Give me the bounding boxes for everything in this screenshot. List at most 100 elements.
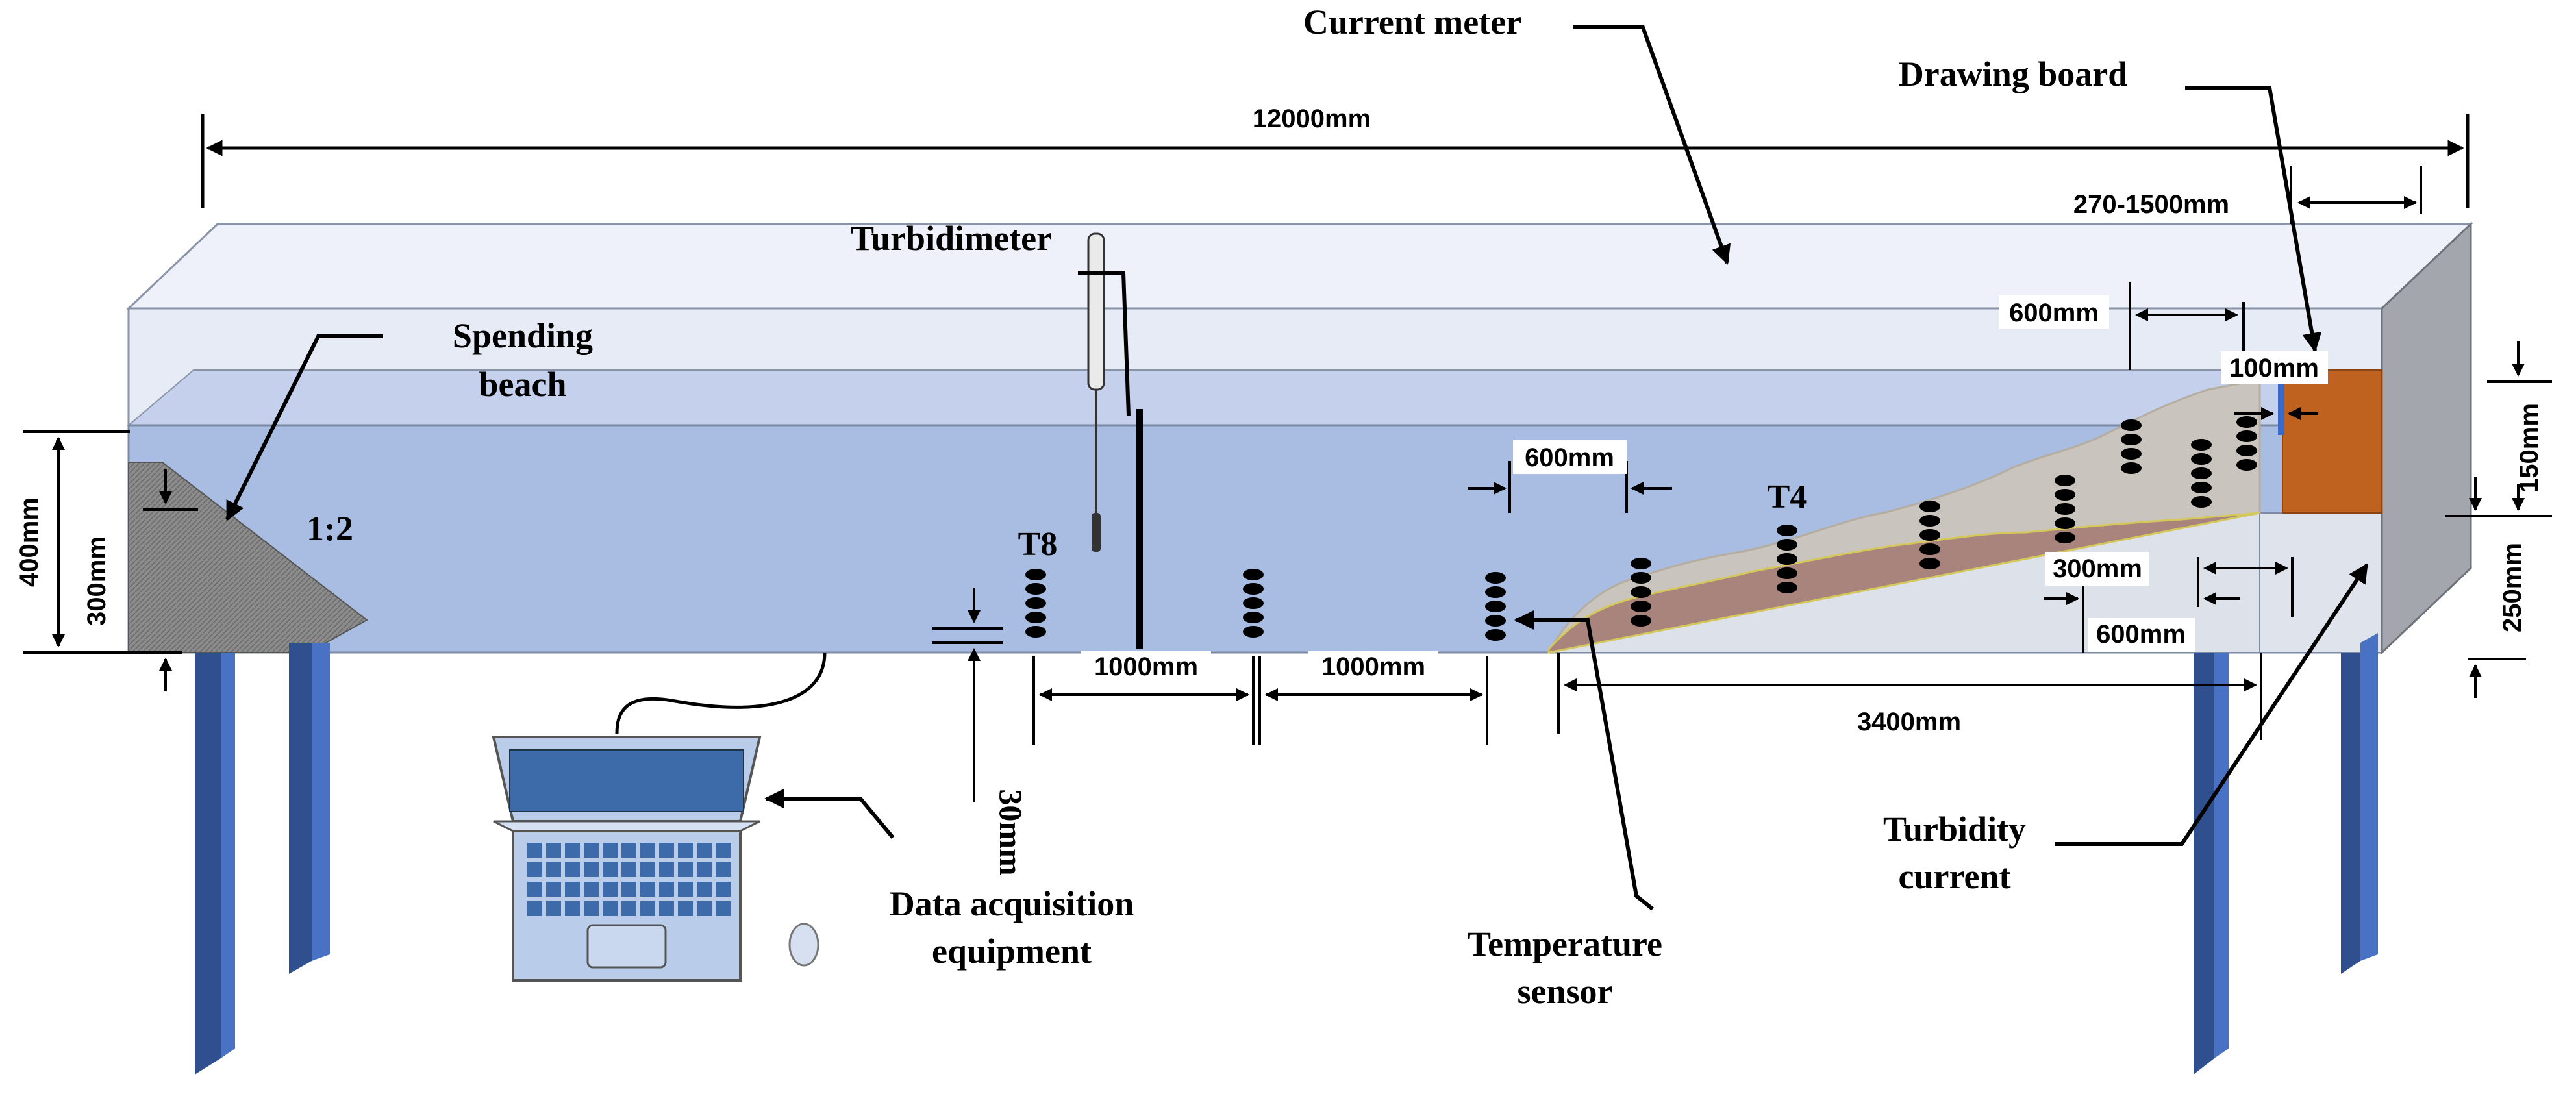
dim-1000-a: 1000mm — [1094, 653, 1198, 681]
sensor-node — [1631, 601, 1651, 612]
temperature-sensor-icon — [2055, 475, 2075, 543]
sensor-node — [1485, 629, 1506, 641]
slope-and-current — [1545, 364, 2382, 654]
keyboard-key — [640, 843, 655, 858]
dim-100: 100mm — [2229, 354, 2319, 382]
text-labels: Current meter Drawing board Turbidimeter… — [306, 3, 2127, 1011]
dim-300: 300mm — [2053, 554, 2142, 583]
keyboard-key — [584, 882, 599, 897]
tank-top-glass — [126, 223, 2473, 310]
sensor-node — [1025, 583, 1046, 595]
sensor-node — [1777, 539, 1797, 551]
sensor-node — [2055, 532, 2075, 543]
temperature-sensor-icon — [1919, 501, 1940, 569]
tank-legs — [195, 633, 2378, 1075]
dim-600-mid: 600mm — [1525, 443, 1614, 472]
keyboard-key — [603, 882, 618, 897]
dim-400: 400mm — [15, 497, 44, 587]
keyboard-key — [659, 862, 674, 877]
keyboard-key — [565, 862, 580, 877]
sensor-node — [1631, 572, 1651, 584]
keyboard-key — [716, 882, 731, 897]
keyboard-key — [546, 843, 561, 858]
keyboard-key — [716, 843, 731, 858]
dim-3400: 3400mm — [1857, 708, 1961, 736]
sensor-node — [1919, 501, 1940, 512]
sensor-node — [2236, 430, 2257, 442]
dim-270-1500: 270-1500mm — [2073, 190, 2229, 219]
dim-600-top: 600mm — [2009, 299, 2099, 327]
keyboard-key — [678, 843, 693, 858]
sensor-node — [2121, 434, 2142, 445]
keyboard-key — [678, 901, 693, 916]
sensor-node — [1025, 612, 1046, 623]
keyboard-key — [659, 843, 674, 858]
keyboard-key — [527, 882, 542, 897]
keyboard-key — [565, 843, 580, 858]
end-wall — [2381, 221, 2472, 655]
keyboard-key — [621, 862, 636, 877]
keyboard-key — [584, 862, 599, 877]
label-temperature-sensor-1: Temperature — [1468, 925, 1662, 963]
dimension-lines — [23, 114, 2552, 802]
sensor-node — [1485, 586, 1506, 598]
keyboard-key — [640, 882, 655, 897]
sensor-node — [1243, 597, 1264, 609]
sensor-node — [1919, 515, 1940, 527]
label-t4: T4 — [1768, 479, 1807, 516]
leg — [2194, 653, 2214, 1075]
sensor-node — [2191, 482, 2212, 493]
sensor-node — [2236, 459, 2257, 471]
dim-30: 30mm — [993, 789, 1029, 875]
sensor-node — [2236, 445, 2257, 456]
sensor-node — [1777, 525, 1797, 536]
leg — [195, 653, 221, 1075]
label-spending-beach-1: Spending — [453, 316, 593, 355]
sensor-node — [1025, 597, 1046, 609]
sensor-node — [2191, 439, 2212, 451]
label-temperature-sensor-2: sensor — [1518, 972, 1613, 1011]
sensor-node — [1631, 615, 1651, 627]
temperature-sensor-icon — [1025, 569, 1046, 638]
temperature-sensor-icon — [2121, 419, 2142, 474]
keyboard-key — [697, 843, 712, 858]
sensor-node — [1777, 553, 1797, 565]
sensor-node — [2055, 517, 2075, 529]
sensor-node — [1919, 543, 1940, 555]
sensor-node — [1485, 572, 1506, 584]
keyboard-key — [640, 901, 655, 916]
leg — [2214, 653, 2229, 1058]
leg — [2360, 633, 2378, 961]
label-spending-beach-2: beach — [479, 365, 567, 404]
keyboard-key — [527, 843, 542, 858]
dimension-texts: 12000mm 270-1500mm 600mm 100mm 600mm 300… — [15, 105, 2544, 876]
temperature-sensor-icon — [1485, 572, 1506, 641]
sensor-node — [2055, 475, 2075, 486]
temperature-sensor-icon — [2236, 416, 2257, 471]
keyboard-key — [603, 862, 618, 877]
label-slope-ratio: 1:2 — [306, 509, 353, 548]
sensor-node — [1919, 529, 1940, 541]
keyboard-key — [546, 882, 561, 897]
temperature-sensor-icon — [1243, 569, 1264, 638]
sensor-node — [2121, 462, 2142, 474]
keyboard-key — [678, 862, 693, 877]
dim-300-left: 300mm — [82, 536, 111, 626]
dim-250: 250mm — [2498, 543, 2527, 632]
temperature-sensor-icon — [1777, 525, 1797, 593]
keyboard-key — [697, 882, 712, 897]
release-gate — [2282, 369, 2382, 514]
keyboard-key — [678, 882, 693, 897]
keyboard-key — [546, 862, 561, 877]
sensor-node — [2191, 453, 2212, 465]
label-drawing-board: Drawing board — [1899, 55, 2128, 93]
keyboard-key — [565, 901, 580, 916]
laptop-icon — [492, 652, 827, 982]
keyboard-key — [621, 901, 636, 916]
dim-1000-b: 1000mm — [1321, 653, 1425, 681]
label-current-meter: Current meter — [1303, 3, 1521, 42]
leg — [221, 653, 235, 1058]
sensor-node — [2191, 496, 2212, 508]
keyboard-key — [584, 901, 599, 916]
